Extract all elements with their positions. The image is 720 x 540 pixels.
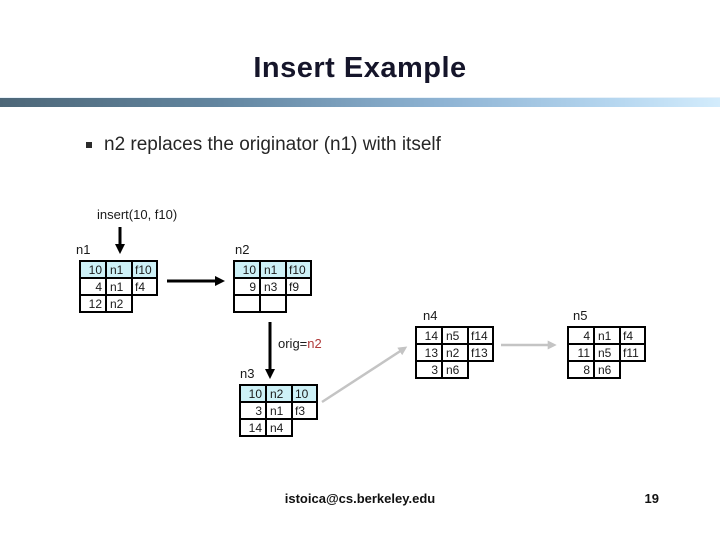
slide-title: Insert Example	[253, 52, 467, 84]
node-n2: n2 10 n1 f10 9 n3 f9	[233, 242, 312, 313]
table-cell: n2	[105, 294, 133, 313]
table-row: 10 n1 f10	[79, 260, 158, 279]
table-row: 10 n1 f10	[233, 260, 312, 279]
bullet-text: n2 replaces the originator (n1) with its…	[104, 134, 441, 155]
table-cell: 10	[239, 384, 267, 403]
table-cell: 10	[291, 384, 318, 403]
table-cell: n1	[259, 260, 287, 279]
table-cell: 4	[79, 277, 107, 296]
table-cell: n3	[259, 277, 287, 296]
table-cell: f9	[285, 277, 312, 296]
table-cell: 3	[239, 401, 267, 420]
insert-call-label: insert(10, f10)	[97, 207, 178, 222]
finger-table-n2: 10 n1 f10 9 n3 f9	[233, 260, 312, 313]
finger-table-n3: 10 n2 10 3 n1 f3 14 n4	[239, 384, 318, 437]
table-cell: n2	[441, 343, 469, 362]
table-cell: 10	[79, 260, 107, 279]
table-row	[233, 294, 311, 313]
table-cell: 14	[415, 326, 443, 345]
table-cell: 8	[567, 360, 595, 379]
table-cell: n1	[265, 401, 293, 420]
table-row: 13 n2 f13	[415, 343, 494, 362]
table-cell: f11	[619, 343, 646, 362]
table-cell: 9	[233, 277, 261, 296]
finger-table-n1: 10 n1 f10 4 n1 f4 12 n2	[79, 260, 158, 313]
node-n1-label: n1	[76, 242, 91, 257]
table-cell: f13	[467, 343, 494, 362]
node-n4: n4 14 n5 f14 13 n2 f13 3 n6	[415, 308, 494, 379]
table-cell: n2	[265, 384, 293, 403]
table-cell: n6	[441, 360, 469, 379]
node-n5-label: n5	[573, 308, 588, 323]
table-cell: 14	[239, 418, 267, 437]
bullet-marker	[86, 142, 92, 148]
table-cell: n1	[105, 277, 133, 296]
table-row: 3 n6	[415, 360, 493, 379]
node-n5: n5 4 n1 f4 11 n5 f11 8 n6	[567, 308, 646, 379]
table-row: 8 n6	[567, 360, 645, 379]
table-row: 4 n1 f4	[79, 277, 158, 296]
table-row: 11 n5 f11	[567, 343, 646, 362]
page-number: 19	[644, 491, 659, 506]
orig-label: orig=n2	[278, 336, 322, 351]
table-row: 14 n5 f14	[415, 326, 494, 345]
table-cell: f3	[291, 401, 318, 420]
table-cell: 3	[415, 360, 443, 379]
table-cell: 12	[79, 294, 107, 313]
footer-email: istoica@cs.berkeley.edu	[284, 491, 436, 506]
table-cell: 10	[233, 260, 261, 279]
table-cell: n5	[593, 343, 621, 362]
bullet-line: n2 replaces the originator (n1) with its…	[86, 134, 441, 156]
table-cell: n1	[105, 260, 133, 279]
table-cell	[233, 294, 261, 313]
table-row: 12 n2	[79, 294, 157, 313]
finger-table-n4: 14 n5 f14 13 n2 f13 3 n6	[415, 326, 494, 379]
table-row: 10 n2 10	[239, 384, 318, 403]
table-cell: 4	[567, 326, 595, 345]
table-cell: f4	[131, 277, 158, 296]
node-n2-label: n2	[235, 242, 250, 257]
title-divider-bar	[0, 97, 720, 107]
node-n1: n1 10 n1 f10 4 n1 f4 12 n2	[76, 242, 158, 313]
table-row: 4 n1 f4	[567, 326, 646, 345]
orig-label-value: n2	[307, 336, 322, 351]
table-cell: f14	[467, 326, 494, 345]
table-cell: n1	[593, 326, 621, 345]
table-cell: n5	[441, 326, 469, 345]
node-n3-label: n3	[240, 366, 255, 381]
table-row: 3 n1 f3	[239, 401, 318, 420]
finger-table-n5: 4 n1 f4 11 n5 f11 8 n6	[567, 326, 646, 379]
orig-label-prefix: orig=	[278, 336, 308, 351]
table-row: 14 n4	[239, 418, 317, 437]
table-cell: n4	[265, 418, 293, 437]
table-row: 9 n3 f9	[233, 277, 312, 296]
table-cell: f4	[619, 326, 646, 345]
node-n3: n3 10 n2 10 3 n1 f3 14 n4	[239, 366, 318, 437]
table-cell: f10	[131, 260, 158, 279]
arrow-n3-to-n4	[321, 346, 408, 404]
table-cell: f10	[285, 260, 312, 279]
table-cell: 11	[567, 343, 595, 362]
table-cell: 13	[415, 343, 443, 362]
node-n4-label: n4	[423, 308, 438, 323]
table-cell: n6	[593, 360, 621, 379]
table-cell	[259, 294, 287, 313]
